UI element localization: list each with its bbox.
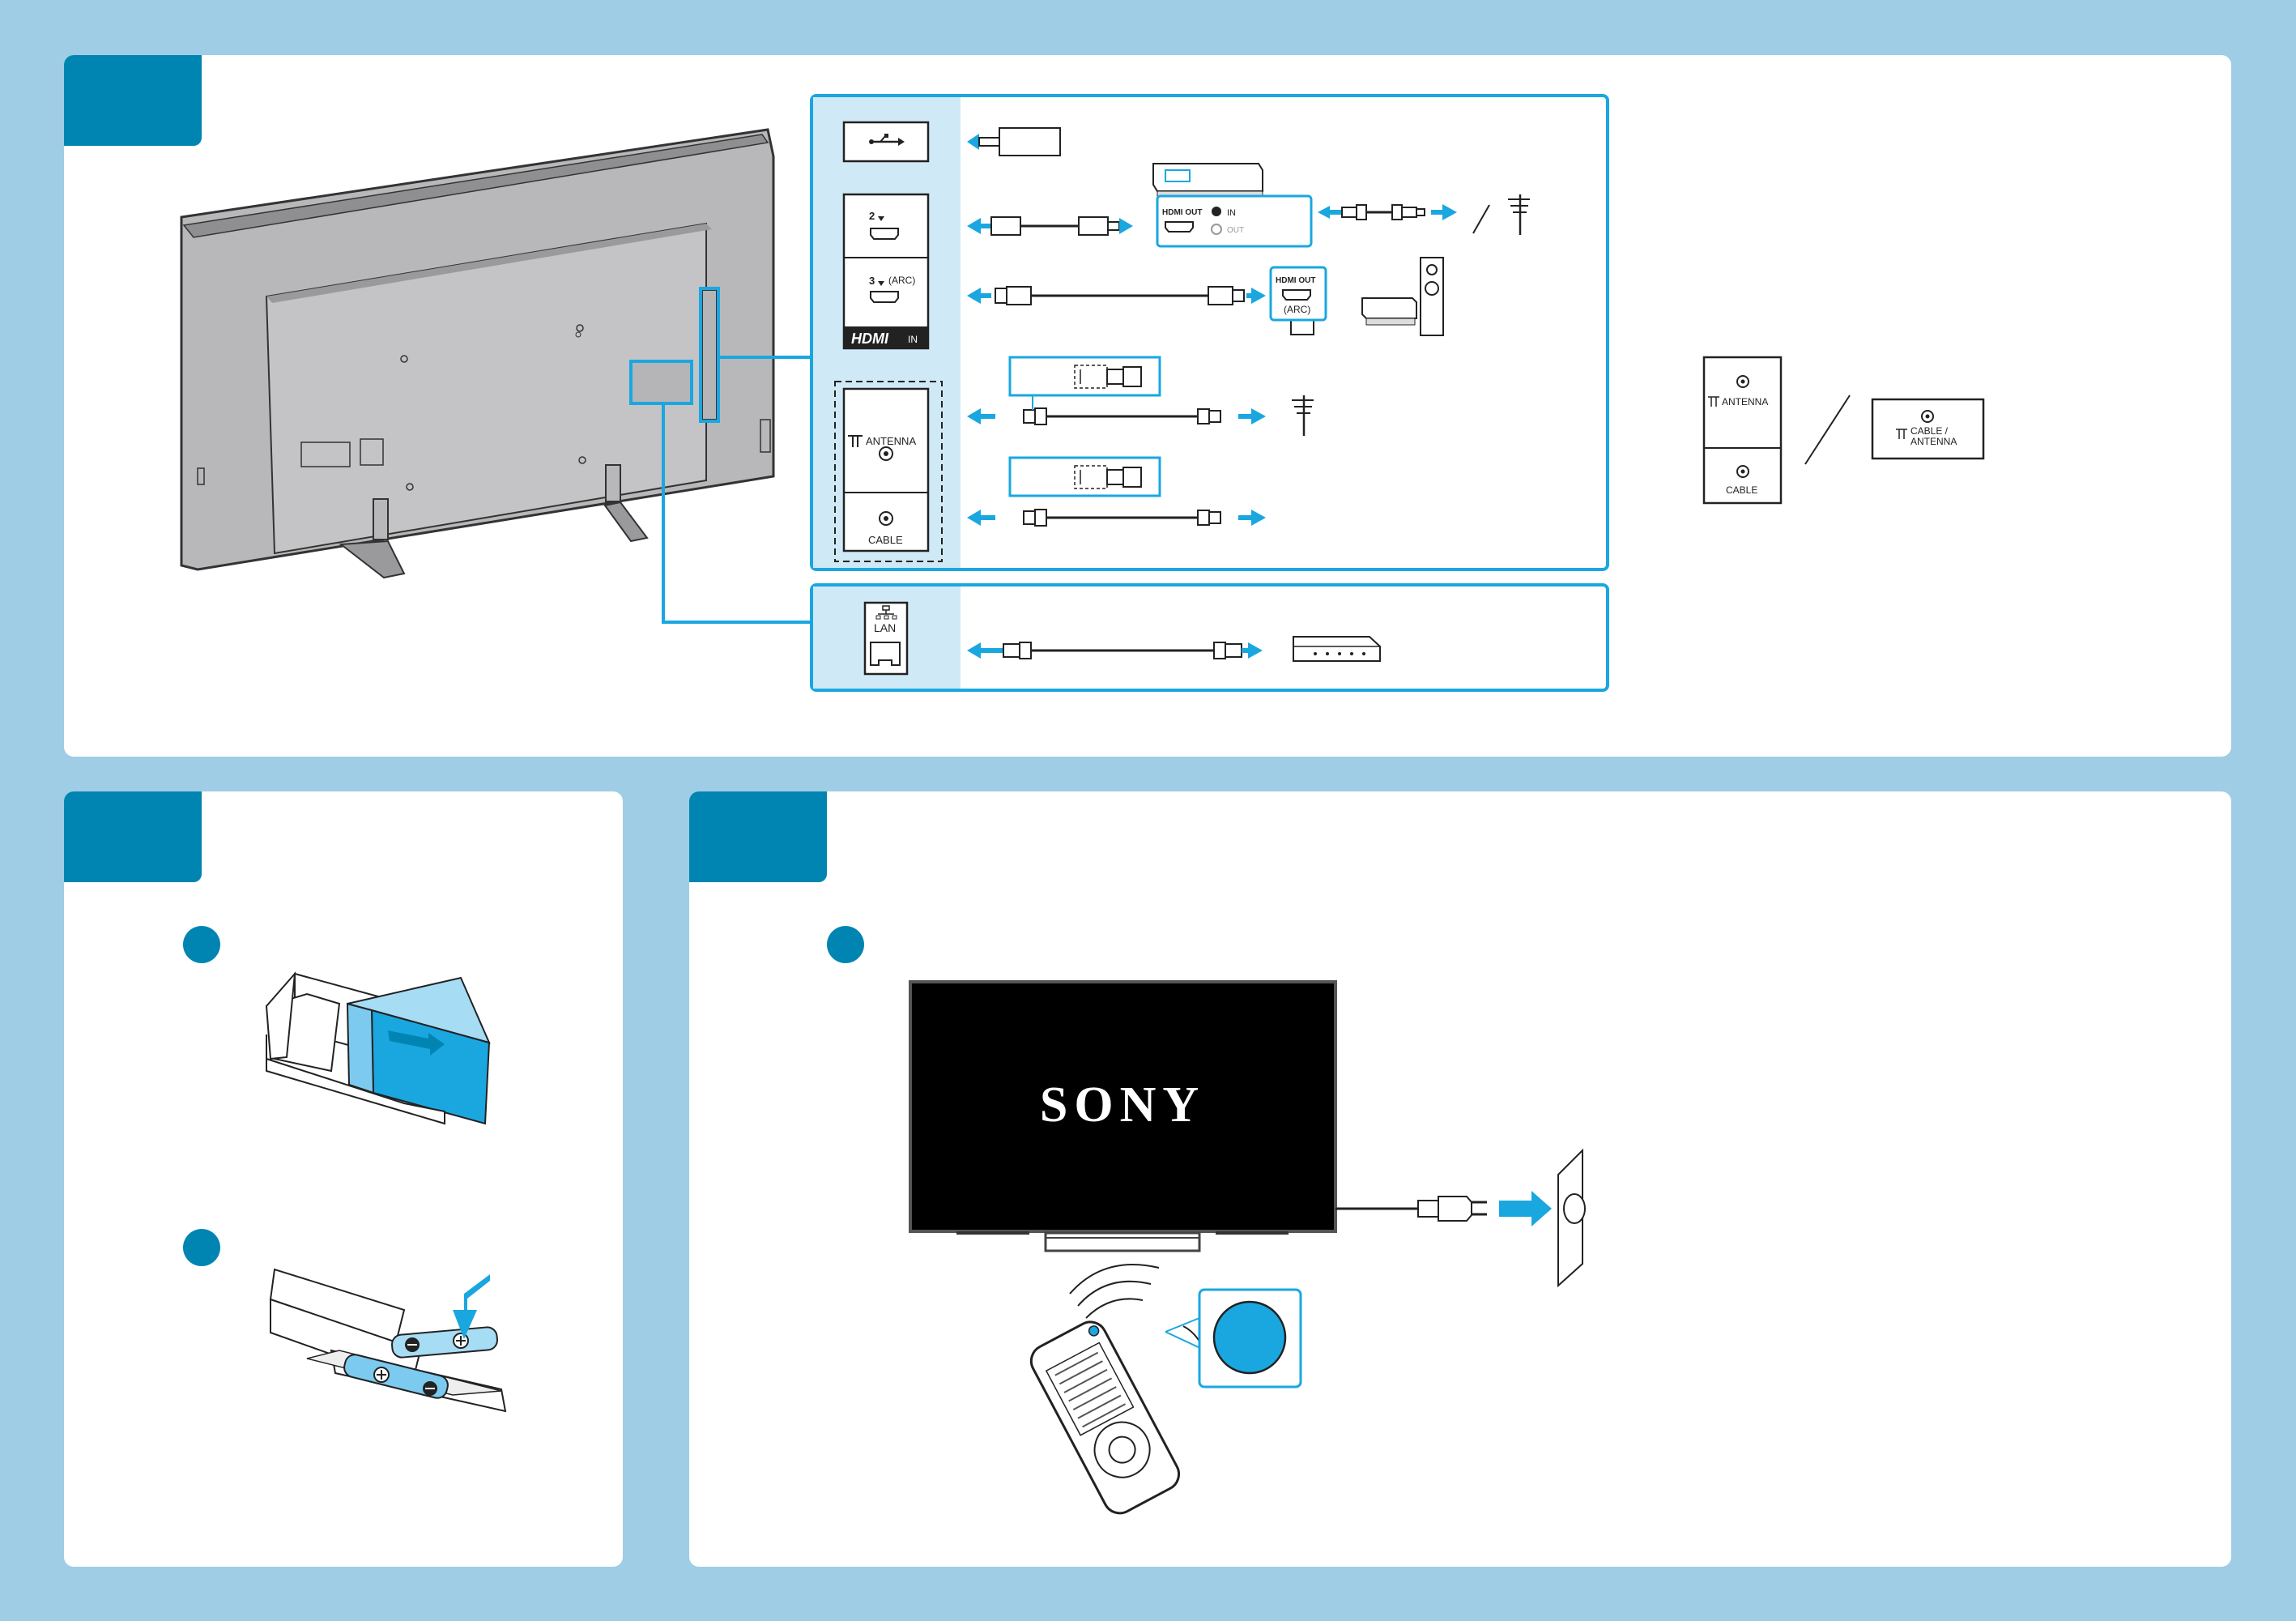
stb-hdmi-out-label: HDMI OUT [1162, 208, 1202, 217]
power-cord-illustration [1335, 1148, 1586, 1288]
remote-control-illustration [1029, 1264, 1302, 1515]
av-hdmi-out-label: HDMI OUT [1276, 276, 1315, 285]
router-icon [1293, 636, 1381, 662]
antenna-icon [1292, 395, 1314, 436]
hdmi-logo: HDMI [851, 331, 889, 347]
connections-panel: 2 3 (ARC) HDMI IN ANTENNA CABLE [64, 55, 2231, 757]
antenna-port-label: ANTENNA [866, 435, 916, 447]
alternate-ports: ANTENNA CABLE CABLE / ANTENNA [1702, 356, 1985, 505]
stb-out-label: OUT [1227, 226, 1244, 235]
hdmi-2-label: 2 [869, 210, 875, 222]
hdmi-in-label: IN [908, 334, 918, 345]
batteries-panel [64, 791, 623, 1567]
stb-in-label: IN [1227, 208, 1236, 218]
power-panel: SONY [689, 791, 2231, 1567]
connections-diagram: 2 3 (ARC) HDMI IN ANTENNA CABLE [180, 94, 1985, 692]
tv-front-illustration: SONY [909, 980, 1337, 1252]
alt-cable-antenna-label-2: ANTENNA [1910, 436, 1957, 447]
power-diagram: SONY [909, 980, 1586, 1515]
tv-brand-logo: SONY [1040, 1077, 1205, 1133]
port-panel-lan: LAN [810, 583, 1609, 692]
set-top-box-icon: HDMI OUT IN OUT [1152, 163, 1313, 248]
av-arc-label: (ARC) [1284, 304, 1310, 315]
step-tab-connections [64, 55, 202, 146]
port-panel-main: 2 3 (ARC) HDMI IN ANTENNA CABLE [810, 94, 1609, 571]
step-dot-2 [183, 1229, 220, 1266]
step-tab-power [689, 791, 827, 882]
remote-battery-illustration [269, 1268, 507, 1413]
step-dot-1 [183, 926, 220, 963]
av-receiver-icon: HDMI OUT (ARC) [1269, 257, 1444, 336]
hdmi-3-arc-label: (ARC) [888, 275, 915, 286]
cable-port-label: CABLE [868, 534, 903, 546]
antenna-icon [848, 435, 863, 447]
lan-port-label: LAN [874, 621, 896, 634]
antenna-icon [1508, 194, 1530, 235]
remote-cover-illustration [265, 971, 491, 1125]
step-tab-batteries [64, 791, 202, 882]
power-plug-icon [1472, 1201, 1487, 1216]
battery-icon [343, 1354, 449, 1399]
alt-cable-antenna-label-1: CABLE / [1910, 425, 1949, 437]
battery-diagram [265, 971, 507, 1413]
lan-icon [875, 605, 897, 620]
hdmi-3-label: 3 [869, 275, 875, 287]
usb-icon [869, 134, 905, 146]
alt-cable-label: CABLE [1726, 484, 1757, 496]
step-dot-power [827, 926, 864, 963]
alt-antenna-label: ANTENNA [1722, 396, 1768, 407]
battery-icon [391, 1326, 498, 1359]
tv-rear-illustration [180, 128, 811, 624]
